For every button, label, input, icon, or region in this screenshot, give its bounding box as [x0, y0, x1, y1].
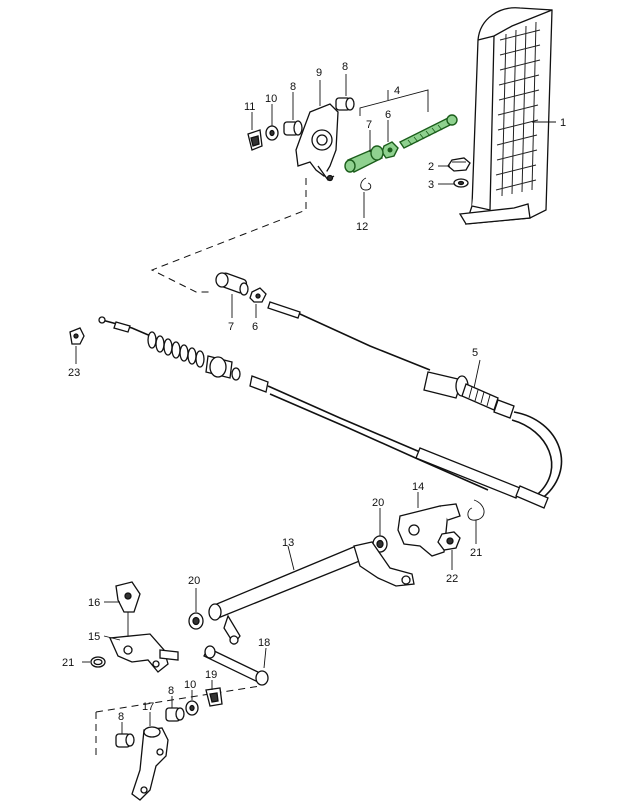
washer[interactable]	[453, 178, 469, 188]
callout-20-upper: 20	[372, 497, 384, 509]
cable-bracket[interactable]	[397, 503, 461, 557]
callout-8-upper-right: 8	[342, 61, 348, 73]
callout-17: 17	[142, 701, 154, 713]
callout-3: 3	[428, 179, 434, 191]
hex-nut-highlighted[interactable]	[381, 141, 399, 159]
spring-clip[interactable]	[360, 177, 372, 191]
cap-nut[interactable]	[69, 327, 85, 345]
callout-4: 4	[394, 85, 400, 97]
bushing-lower-mid[interactable]	[165, 707, 185, 722]
clip[interactable]	[247, 129, 263, 151]
nut[interactable]	[447, 157, 471, 172]
ball-socket-highlighted[interactable]	[344, 145, 384, 173]
hex-nut-lower[interactable]	[249, 287, 267, 303]
bushing-lower-left[interactable]	[115, 733, 135, 748]
retaining-clip-right[interactable]	[467, 499, 485, 521]
washer-small[interactable]	[265, 125, 279, 141]
callout-labels: 1 2 3 4 5 6 7 8 9 8 10 11 12 7 6 23 13 1…	[62, 61, 566, 723]
callout-10-lower: 10	[184, 679, 196, 691]
callout-10-upper: 10	[265, 93, 277, 105]
callout-12: 12	[356, 221, 368, 233]
washer-lower[interactable]	[185, 700, 199, 716]
nut-right[interactable]	[437, 531, 461, 551]
callout-15: 15	[88, 631, 100, 643]
pedal-lever-bracket[interactable]	[295, 103, 339, 182]
bushing-upper[interactable]	[335, 97, 355, 111]
throttle-cable[interactable]	[98, 301, 563, 509]
threaded-rod-highlighted[interactable]	[398, 114, 458, 149]
callout-19: 19	[205, 669, 217, 681]
callout-9: 9	[316, 67, 322, 79]
callout-21-right: 21	[470, 547, 482, 559]
clip-lower[interactable]	[205, 687, 223, 707]
grommet-lower[interactable]	[188, 612, 204, 630]
linkage-shaft[interactable]	[208, 541, 415, 646]
lower-lever[interactable]	[131, 726, 169, 801]
retaining-ring-left[interactable]	[90, 656, 106, 668]
callout-7-lower: 7	[228, 321, 234, 333]
callout-8-lower-left: 8	[118, 711, 124, 723]
callout-6-lower: 6	[252, 321, 258, 333]
callout-18: 18	[258, 637, 270, 649]
callout-7-upper: 7	[366, 119, 372, 131]
callout-21-left: 21	[62, 657, 74, 669]
callout-5: 5	[472, 347, 478, 359]
callout-23: 23	[68, 367, 80, 379]
callout-20-lower: 20	[188, 575, 200, 587]
ball-socket-lower[interactable]	[215, 272, 249, 296]
bell-crank-lever[interactable]	[109, 633, 179, 673]
callout-2: 2	[428, 161, 434, 173]
callout-14: 14	[412, 481, 424, 493]
callout-16: 16	[88, 597, 100, 609]
callout-8-lower-mid: 8	[168, 685, 174, 697]
callout-22: 22	[446, 573, 458, 585]
callout-8-upper-left: 8	[290, 81, 296, 93]
connecting-rod[interactable]	[203, 645, 269, 686]
leader-lines	[75, 74, 556, 734]
callout-6-upper: 6	[385, 109, 391, 121]
callout-13: 13	[282, 537, 294, 549]
bushing-left[interactable]	[283, 120, 303, 136]
cable-end-fitting[interactable]	[115, 581, 141, 636]
callout-11: 11	[244, 101, 255, 113]
accelerator-pedal[interactable]	[458, 7, 553, 225]
callout-1: 1	[560, 117, 566, 129]
